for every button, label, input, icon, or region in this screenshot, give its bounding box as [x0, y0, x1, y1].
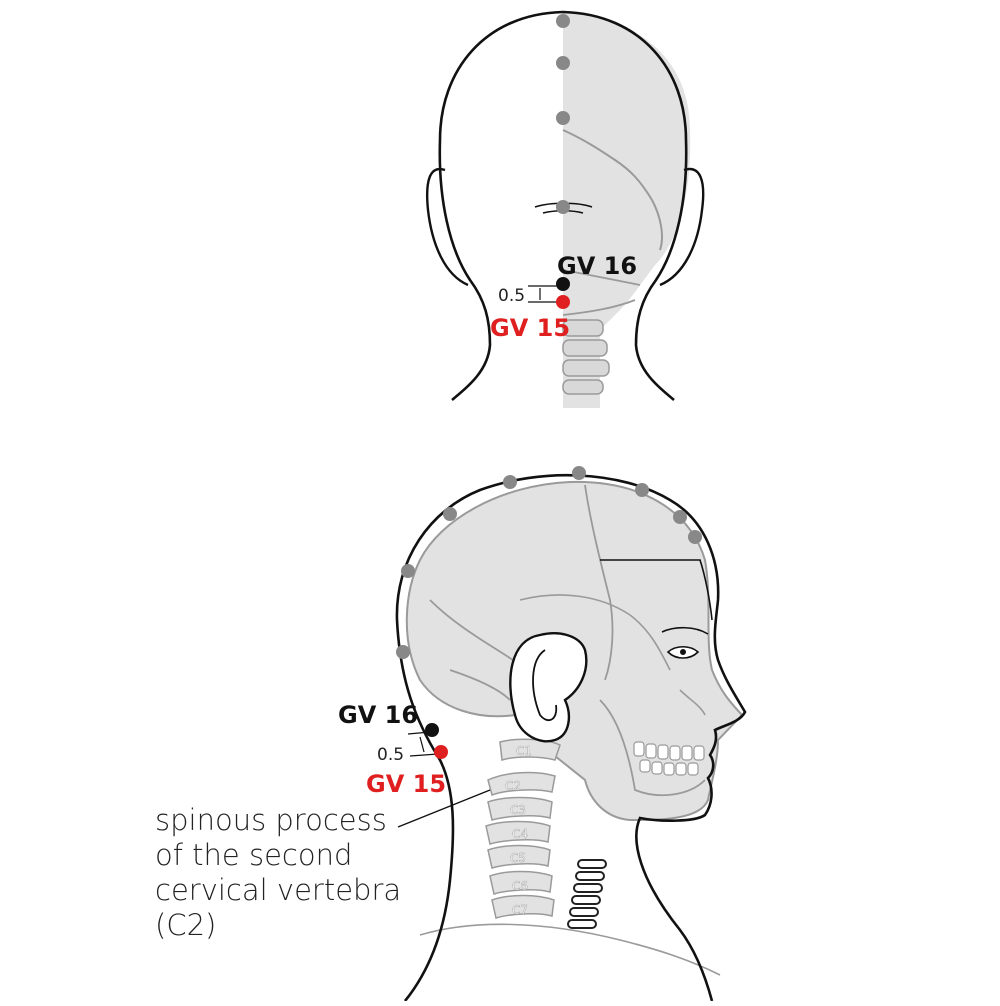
- side-teeth: [633, 741, 705, 776]
- side-gv15-point: [434, 745, 448, 759]
- caption-line-3: cervical vertebra: [155, 873, 402, 907]
- side-distance-label: 0.5: [377, 745, 404, 765]
- side-eye-pupil: [680, 649, 686, 655]
- back-right-ear: [659, 167, 705, 287]
- back-distance-bracket: [528, 285, 560, 303]
- side-point-7: [673, 510, 687, 524]
- back-suture-line: [562, 129, 663, 251]
- back-distance-label: 0.5: [498, 286, 525, 306]
- side-mandible: [599, 699, 706, 797]
- side-ear-inner: [532, 649, 558, 722]
- side-point-2: [401, 564, 415, 578]
- vertebra-label-c7: C7: [512, 903, 528, 917]
- side-nasal-cavity: [679, 689, 706, 716]
- side-point-8: [688, 530, 702, 544]
- back-gv15-label: GV 15: [490, 314, 570, 342]
- caption-line-4: (C2): [155, 908, 217, 942]
- caption-line-1: spinous process: [155, 803, 387, 837]
- back-point-4: [556, 200, 570, 214]
- side-clavicle: [419, 923, 721, 976]
- vertebra-label-c4: C4: [512, 827, 528, 841]
- vertebra-label-c6: C6: [512, 879, 528, 893]
- back-point-3: [556, 111, 570, 125]
- side-gv15-label: GV 15: [366, 770, 446, 798]
- back-point-2: [556, 56, 570, 70]
- side-neck-back-outline: [395, 619, 455, 1002]
- back-occipital-line: [562, 269, 641, 316]
- vertebra-label-c3: C3: [510, 803, 526, 817]
- back-point-1: [556, 14, 570, 28]
- side-temporal-line: [519, 594, 671, 671]
- c2-caption: spinous process of the second cervical v…: [155, 803, 401, 943]
- side-point-4: [503, 475, 517, 489]
- back-gv16-point: [556, 277, 570, 291]
- back-view: GV 16 GV 15 0.5: [426, 10, 705, 408]
- side-point-5: [572, 466, 586, 480]
- caption-leader-line: [397, 789, 491, 828]
- side-point-1: [396, 645, 410, 659]
- back-gv16-label: GV 16: [557, 252, 637, 280]
- side-gv16-label: GV 16: [338, 701, 418, 729]
- vertebra-label-c1: C1: [516, 744, 532, 758]
- back-head-outline: [438, 10, 688, 401]
- back-gv15-point: [556, 295, 570, 309]
- side-eyebrow: [661, 626, 709, 635]
- side-head-outline: [395, 473, 747, 1002]
- vertebra-label-c5: C5: [510, 851, 526, 865]
- back-cervical-spine: [562, 319, 610, 395]
- caption-line-2: of the second: [155, 838, 353, 872]
- side-cervical-spine: [485, 738, 561, 919]
- back-skull-half: [563, 12, 691, 408]
- side-coronal-suture: [584, 484, 614, 681]
- side-gv16-point: [425, 723, 439, 737]
- back-midline-points: [556, 14, 570, 214]
- side-point-6: [635, 483, 649, 497]
- side-head-points: [396, 466, 702, 659]
- side-ear: [509, 632, 588, 743]
- side-trachea: [567, 859, 607, 929]
- back-left-ear: [426, 167, 469, 287]
- side-hairline: [600, 559, 713, 621]
- side-view: C1 C2 C3 C4 C5 C6 C7: [338, 466, 747, 1002]
- vertebra-label-c2: C2: [505, 779, 521, 793]
- side-point-3: [443, 507, 457, 521]
